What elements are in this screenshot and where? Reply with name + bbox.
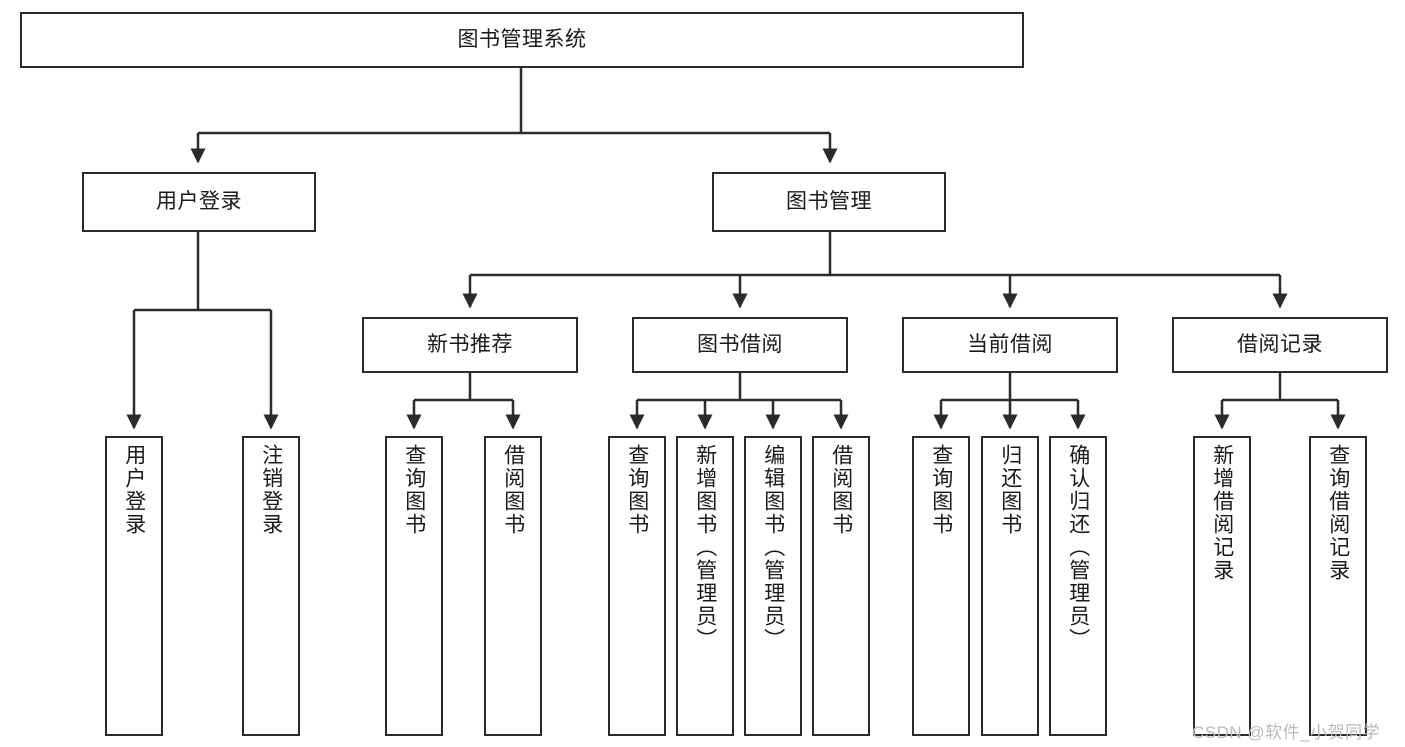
leaf-return-book-label: 归还图书: [998, 444, 1022, 536]
leaf-logout-login[interactable]: 注销登录: [242, 436, 300, 736]
node-current-borrow[interactable]: 当前借阅: [902, 317, 1118, 373]
leaf-edit-book[interactable]: 编辑图书（管理员）: [744, 436, 802, 736]
leaf-query-book-3-label: 查询图书: [929, 444, 953, 536]
node-book-borrow-label: 图书借阅: [697, 332, 783, 356]
node-user-login-label: 用户登录: [156, 189, 242, 213]
node-new-book-recommend-label: 新书推荐: [427, 332, 513, 356]
leaf-borrow-book-1[interactable]: 借阅图书: [484, 436, 542, 736]
leaf-user-login[interactable]: 用户登录: [105, 436, 163, 736]
leaf-user-login-label: 用户登录: [122, 444, 146, 536]
leaf-query-record-label: 查询借阅记录: [1326, 444, 1350, 582]
leaf-query-book-1-label: 查询图书: [402, 444, 426, 536]
node-book-management[interactable]: 图书管理: [712, 172, 946, 232]
leaf-borrow-book-2[interactable]: 借阅图书: [812, 436, 870, 736]
node-user-login[interactable]: 用户登录: [82, 172, 316, 232]
leaf-edit-book-label: 编辑图书（管理员）: [761, 444, 785, 651]
leaf-query-record[interactable]: 查询借阅记录: [1309, 436, 1367, 736]
node-root-system-label: 图书管理系统: [457, 27, 587, 51]
node-book-borrow[interactable]: 图书借阅: [632, 317, 848, 373]
leaf-logout-login-label: 注销登录: [259, 444, 283, 536]
node-book-management-label: 图书管理: [786, 189, 872, 213]
leaf-query-book-1[interactable]: 查询图书: [385, 436, 443, 736]
node-root-system[interactable]: 图书管理系统: [20, 12, 1024, 68]
leaf-borrow-book-1-label: 借阅图书: [501, 444, 525, 536]
leaf-add-book-label: 新增图书（管理员）: [693, 444, 717, 651]
leaf-confirm-return-label: 确认归还（管理员）: [1066, 444, 1090, 651]
leaf-borrow-book-2-label: 借阅图书: [829, 444, 853, 536]
node-borrow-record-label: 借阅记录: [1237, 332, 1323, 356]
leaf-return-book[interactable]: 归还图书: [981, 436, 1039, 736]
node-borrow-record[interactable]: 借阅记录: [1172, 317, 1388, 373]
leaf-add-record[interactable]: 新增借阅记录: [1193, 436, 1251, 736]
leaf-add-record-label: 新增借阅记录: [1210, 444, 1234, 582]
node-new-book-recommend[interactable]: 新书推荐: [362, 317, 578, 373]
leaf-add-book[interactable]: 新增图书（管理员）: [676, 436, 734, 736]
leaf-query-book-2[interactable]: 查询图书: [608, 436, 666, 736]
leaf-confirm-return[interactable]: 确认归还（管理员）: [1049, 436, 1107, 736]
node-current-borrow-label: 当前借阅: [967, 332, 1053, 356]
leaf-query-book-3[interactable]: 查询图书: [912, 436, 970, 736]
leaf-query-book-2-label: 查询图书: [625, 444, 649, 536]
